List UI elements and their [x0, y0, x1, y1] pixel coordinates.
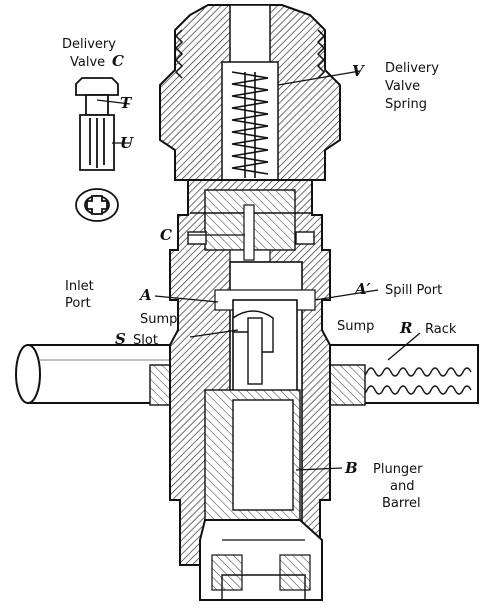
plunger-barrel-label: Plunger [373, 462, 423, 477]
letter-b: B [344, 459, 358, 477]
letter-s: S [115, 330, 126, 348]
delivery-valve-c-label: Delivery [62, 37, 116, 52]
delivery-valve-c-label-line2: Valve [70, 55, 105, 70]
leader-lines [96, 70, 421, 471]
sump-right-label: Sump [337, 319, 374, 334]
delivery-valve-spring-label-line3: Spring [385, 97, 427, 112]
rack-label: Rack [425, 322, 457, 337]
letter-a-prime: A′ [353, 280, 371, 298]
valve-cross-section-icon [75, 188, 119, 222]
letter-c-top: C [112, 52, 124, 70]
sump-left-label: Sump [140, 312, 177, 327]
plunger-barrel-label-line3: Barrel [382, 496, 421, 511]
letter-u: U [120, 134, 134, 152]
inlet-port-label: Inlet [65, 279, 94, 294]
pump-body [169, 179, 331, 601]
delivery-valve-spring-label-line2: Valve [385, 79, 420, 94]
delivery-valve-spring [231, 71, 269, 178]
spill-port-label: Spill Port [385, 283, 442, 298]
plunger-barrel-label-line2: and [390, 479, 414, 494]
letter-r: R [399, 319, 412, 337]
letter-a: A [138, 286, 152, 304]
delivery-valve-spring-label: Delivery [385, 61, 439, 76]
letter-t: T [120, 94, 133, 112]
letter-c-mid: C [160, 226, 172, 244]
slot-label: Slot [133, 333, 158, 348]
inlet-port-label-line2: Port [65, 296, 91, 311]
letter-v: V [352, 62, 365, 80]
delivery-valve-inset [75, 77, 119, 171]
